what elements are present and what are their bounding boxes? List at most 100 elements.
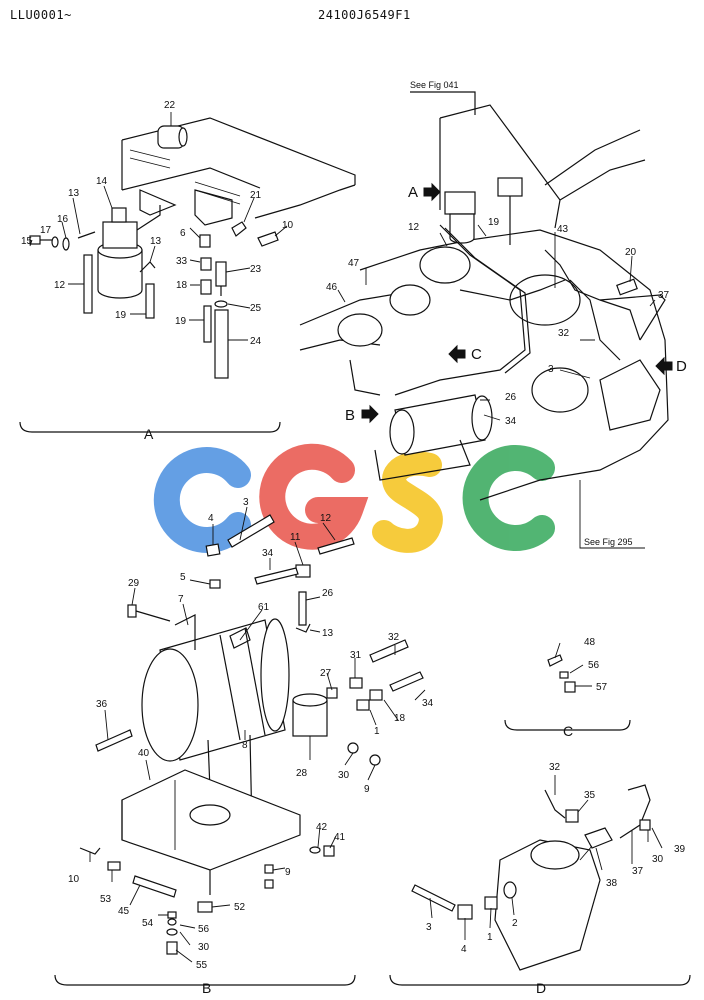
- arrow-d-label: D: [676, 358, 687, 375]
- part-32-b: 32: [388, 632, 400, 643]
- part-34-b2: 34: [422, 698, 434, 709]
- part-12-ov: 12: [408, 222, 420, 233]
- part-1-b: 1: [374, 726, 380, 737]
- part-33: 33: [176, 256, 188, 267]
- section-b-label: B: [202, 980, 211, 996]
- arrow-c-label: C: [471, 346, 482, 363]
- part-9-b2: 9: [285, 867, 291, 878]
- arrow-a: [423, 182, 441, 202]
- part-19-a: 19: [115, 310, 127, 321]
- part-7: 7: [178, 594, 184, 605]
- part-26-b: 26: [322, 588, 334, 599]
- part-2-d: 2: [512, 918, 518, 929]
- part-30-b: 30: [338, 770, 350, 781]
- part-1-d: 1: [487, 932, 493, 943]
- watermark-letter-c1: [153, 447, 251, 553]
- part-32-d: 32: [549, 762, 561, 773]
- part-8: 8: [242, 740, 248, 751]
- part-10-b: 10: [68, 874, 80, 885]
- arrow-a-label: A: [408, 184, 418, 201]
- part-24: 24: [250, 336, 262, 347]
- part-19-ov: 19: [488, 217, 500, 228]
- part-9-b: 9: [364, 784, 370, 795]
- part-14: 14: [96, 176, 108, 187]
- part-4-b: 4: [208, 513, 214, 524]
- part-3-d: 3: [426, 922, 432, 933]
- part-30-b2: 30: [198, 942, 210, 953]
- part-37-ov: 37: [658, 290, 670, 301]
- arrow-d: [655, 356, 673, 376]
- arrow-c: [448, 344, 466, 364]
- section-d-label: D: [536, 980, 546, 996]
- part-13-a1: 13: [68, 188, 80, 199]
- part-13-a2: 13: [150, 236, 162, 247]
- part-32-ov: 32: [558, 328, 570, 339]
- part-13-b: 13: [322, 628, 334, 639]
- arrow-b-label: B: [345, 407, 355, 424]
- section-a-label: A: [144, 426, 154, 442]
- part-18-b: 18: [394, 713, 406, 724]
- part-34-ov: 34: [505, 416, 517, 427]
- ref-fig-041: See Fig 041: [410, 80, 459, 90]
- section-c-label: C: [563, 723, 573, 739]
- part-12-b: 12: [320, 513, 332, 524]
- part-17: 17: [40, 225, 52, 236]
- part-43: 43: [557, 224, 569, 235]
- part-27: 27: [320, 668, 332, 679]
- part-39: 39: [674, 844, 686, 855]
- part-12-a: 12: [54, 280, 66, 291]
- part-26-ov: 26: [505, 392, 517, 403]
- part-45: 45: [118, 906, 130, 917]
- part-18-a: 18: [176, 280, 188, 291]
- part-52: 52: [234, 902, 246, 913]
- part-4-d: 4: [461, 944, 467, 955]
- part-31: 31: [350, 650, 362, 661]
- view-a: [19, 117, 356, 433]
- part-15: 15: [21, 236, 33, 247]
- leader-lines: [29, 112, 663, 963]
- part-53: 53: [100, 894, 112, 905]
- part-30-d: 30: [652, 854, 664, 865]
- view-c: [504, 654, 631, 731]
- part-41: 41: [334, 832, 346, 843]
- part-54: 54: [142, 918, 154, 929]
- watermark-letter-c2: [462, 445, 555, 551]
- part-3-b: 3: [243, 497, 249, 508]
- part-11: 11: [290, 532, 301, 543]
- part-5: 5: [180, 572, 186, 583]
- part-56-c: 56: [588, 660, 600, 671]
- watermark-letter-s: [372, 451, 443, 553]
- part-61: 61: [258, 602, 270, 613]
- view-b: [54, 514, 424, 986]
- part-29: 29: [128, 578, 140, 589]
- part-40: 40: [138, 748, 150, 759]
- part-20: 20: [625, 247, 637, 258]
- part-46: 46: [326, 282, 338, 293]
- part-37-d: 37: [632, 866, 644, 877]
- part-21: 21: [250, 190, 262, 201]
- part-48: 48: [584, 637, 596, 648]
- part-10-a: 10: [282, 220, 294, 231]
- header-part-number: 24100J6549F1: [318, 8, 411, 22]
- ref-fig-295: See Fig 295: [584, 537, 633, 547]
- part-19-a2: 19: [175, 316, 187, 327]
- part-6-a: 6: [180, 228, 186, 239]
- part-56-b: 56: [198, 924, 210, 935]
- part-47: 47: [348, 258, 360, 269]
- header-model-code: LLU0001~: [10, 8, 72, 22]
- part-23: 23: [250, 264, 262, 275]
- watermark-logo: [153, 443, 555, 553]
- part-22: 22: [164, 100, 176, 111]
- part-42: 42: [316, 822, 328, 833]
- watermark-letter-g: [259, 443, 369, 550]
- part-3-ov: 3: [548, 364, 554, 375]
- part-28: 28: [296, 768, 308, 779]
- part-16: 16: [57, 214, 69, 225]
- part-36: 36: [96, 699, 108, 710]
- part-38: 38: [606, 878, 618, 889]
- arrow-b: [361, 404, 379, 424]
- part-57: 57: [596, 682, 608, 693]
- part-55: 55: [196, 960, 208, 971]
- part-35: 35: [584, 790, 596, 801]
